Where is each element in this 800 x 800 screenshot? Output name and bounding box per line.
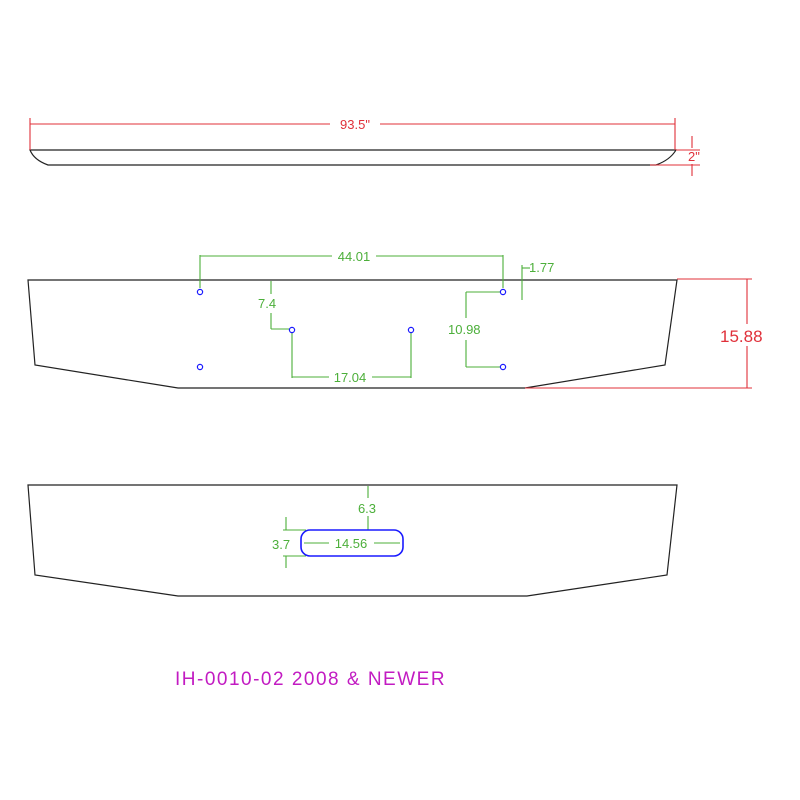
rear-view-outline [27, 484, 678, 597]
mounting-hole [288, 326, 296, 334]
slot-height-label: 3.7 [272, 537, 290, 552]
license-light-slot [300, 529, 404, 557]
inner-spacing-label: 17.04 [334, 370, 367, 385]
top-depth-label: 2" [688, 149, 700, 164]
mounting-hole [499, 288, 507, 296]
inner-drop-label: 7.4 [258, 296, 276, 311]
slot-width-label: 14.56 [335, 536, 368, 551]
top-view-outline [29, 149, 678, 166]
outer-spacing-label: 44.01 [338, 249, 371, 264]
edge-offset-label: 1.77 [529, 260, 554, 275]
slot-offset-label: 6.3 [358, 501, 376, 516]
top-view: 93.5" 2" [29, 117, 700, 176]
mounting-hole [407, 326, 415, 334]
top-length-label: 93.5" [340, 117, 370, 132]
part-number-label: IH-0010-02 2008 & NEWER [175, 669, 446, 690]
height-label: 15.88 [720, 327, 763, 346]
front-view: 15.88 44.01 1.77 7.4 17.04 10.98 [27, 249, 763, 389]
mounting-hole [499, 363, 507, 371]
rear-view: 6.3 3.7 14.56 [27, 484, 678, 597]
mounting-hole [196, 288, 204, 296]
vertical-spacing-label: 10.98 [448, 322, 481, 337]
mounting-hole [196, 363, 204, 371]
